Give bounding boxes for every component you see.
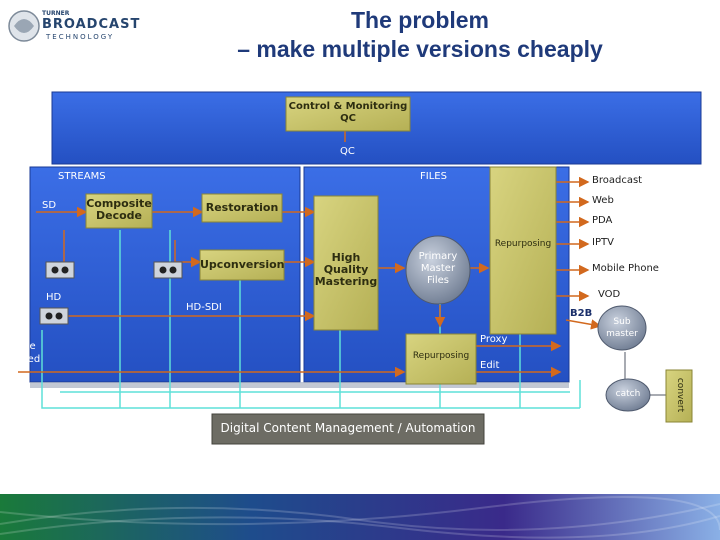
- catch-shape: [605, 378, 651, 412]
- composite-decode-line-2: Decode: [95, 209, 142, 222]
- output-pda: PDA: [592, 215, 613, 226]
- qc-label: QC: [340, 146, 355, 157]
- composite-decode-shape: [85, 193, 153, 229]
- primary-master-line-2: Master: [420, 263, 456, 274]
- live-feed-line-1: live: [18, 341, 36, 352]
- hq-mastering-shape: [313, 195, 379, 331]
- title-line-2: – make multiple versions cheaply: [237, 36, 603, 62]
- live-feed-label: live feed: [18, 340, 40, 366]
- hq-mastering-label: High Quality Mastering: [314, 252, 378, 288]
- submaster-shape: [597, 305, 647, 351]
- workflow-diagram: [18, 91, 702, 445]
- hq-mastering-line-2: Quality: [323, 263, 369, 276]
- submaster-line-1: Sub: [613, 317, 631, 327]
- submaster-line-2: master: [606, 329, 638, 339]
- panel-shadow: [30, 382, 569, 388]
- restoration-label: Restoration: [205, 201, 279, 214]
- control-box-label: Control & Monitoring QC: [286, 101, 410, 125]
- primary-master-line-1: Primary: [418, 251, 458, 262]
- hq-mastering-line-1: High: [331, 251, 361, 264]
- composite-decode-line-1: Composite: [86, 197, 152, 210]
- primary-master-shape: [405, 235, 471, 305]
- upconversion-shape: [199, 249, 285, 281]
- logo-main-word: BROADCAST: [42, 17, 141, 32]
- slide-title: The problem – make multiple versions che…: [0, 6, 720, 64]
- restoration-shape: [201, 193, 283, 223]
- live-feed-line-2: feed: [18, 354, 41, 365]
- gray-links: [624, 352, 666, 396]
- control-box-line-1: Control & Monitoring: [288, 101, 408, 112]
- convert-label: convert: [675, 377, 685, 413]
- hd-deck-icon: [39, 307, 69, 325]
- repurposing-top-label: Repurposing: [494, 239, 552, 249]
- primary-master-line-3: Files: [427, 275, 449, 286]
- composite-decode-label: Composite Decode: [86, 198, 152, 222]
- edit-label: Edit: [480, 360, 500, 371]
- sd-deck-icon: [45, 261, 75, 279]
- repurposing-bottom-label: Repurposing: [412, 351, 470, 361]
- orange-arrows: [18, 125, 602, 378]
- hd-sdi-label: HD-SDI: [186, 302, 222, 313]
- primary-master-label: Primary Master Files: [406, 251, 470, 287]
- logo-icon: [8, 10, 40, 42]
- logo-sub-word: TECHNOLOGY: [46, 33, 115, 41]
- convert-shape: [665, 369, 693, 423]
- control-box-shape: [285, 96, 411, 132]
- output-vod: VOD: [598, 289, 621, 300]
- output-web: Web: [592, 195, 614, 206]
- b2b-label: B2B: [570, 308, 593, 319]
- dcm-bar-shape: [211, 413, 485, 445]
- sd-deck-2-icon: [153, 261, 183, 279]
- repurposing-bottom-shape: [405, 333, 477, 385]
- catch-label: catch: [615, 389, 641, 399]
- output-mobile-phone: Mobile Phone: [592, 263, 659, 274]
- repurposing-top-shape: [489, 166, 557, 335]
- logo-top-word: TURNER: [42, 10, 70, 17]
- hq-mastering-line-3: Mastering: [314, 275, 378, 288]
- hd-label: HD: [46, 292, 62, 303]
- footer-gradient-bar: [0, 494, 720, 540]
- title-line-1: The problem: [350, 7, 489, 33]
- output-broadcast: Broadcast: [592, 175, 643, 186]
- submaster-label: Sub master: [598, 316, 646, 340]
- streams-label: STREAMS: [58, 171, 106, 182]
- sd-label: SD: [42, 200, 57, 211]
- control-box-line-2: QC: [340, 113, 356, 124]
- files-label: FILES: [420, 171, 447, 182]
- proxy-label: Proxy: [480, 334, 508, 345]
- dcm-label: Digital Content Management / Automation: [220, 421, 476, 435]
- output-iptv: IPTV: [592, 237, 614, 248]
- upconversion-label: Upconversion: [200, 258, 285, 271]
- turner-broadcast-logo: TURNER BROADCAST TECHNOLOGY: [6, 8, 156, 44]
